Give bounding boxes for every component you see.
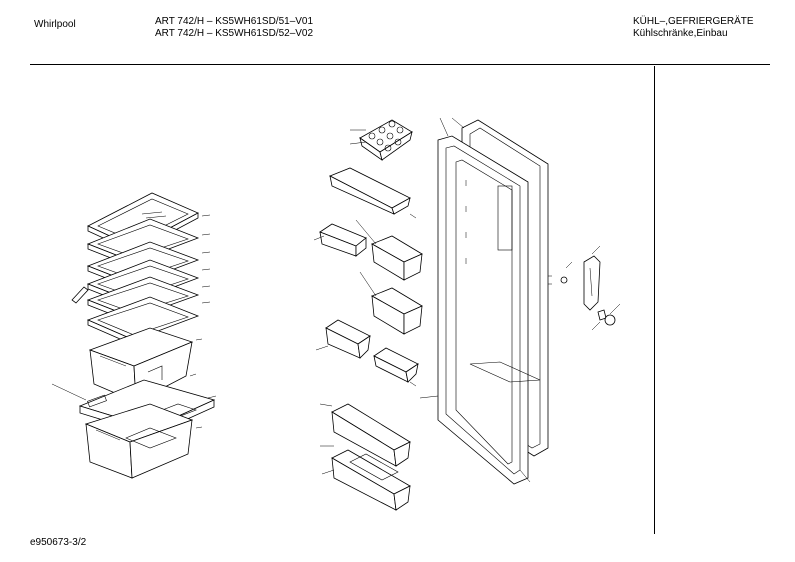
side-divider [654,66,655,534]
door-bin-small-3 [373,347,419,383]
leader-lines-left [51,214,217,429]
door-hinge-parts [560,245,621,331]
category-block: KÜHL–,GEFRIERGERÄTE Kühlschränke,Einbau [633,16,754,40]
door-bin-mid-1 [355,219,423,281]
model-line-1: ART 742/H – KS5WH61SD/51–V01 [155,16,314,27]
crisper-drawer-lower [84,403,194,479]
category-line-2: Kühlschränke,Einbau [633,28,728,39]
model-line-2: ART 742/H – KS5WH61SD/52–V02 [155,28,314,39]
header-divider [30,64,770,65]
door-bin-top [329,167,411,215]
door-bin-small-2 [325,319,371,359]
drawing-id: e950673-3/2 [30,537,87,548]
category-line-1: KÜHL–,GEFRIERGERÄTE [633,16,754,27]
shelf-clip [71,286,89,304]
door-bin-mid-2 [359,271,423,335]
egg-tray [349,119,413,161]
door-bin-small-left [319,223,367,257]
model-list: ART 742/H – KS5WH61SD/51–V01 ART 742/H –… [155,16,313,40]
door-bin-bottom-2 [331,449,411,511]
leader-lines-middle [313,213,417,475]
door-bin-bottom-1 [331,403,411,467]
brand-name: Whirlpool [34,19,76,30]
glass-shelf-stack [71,192,200,346]
door-assembly [419,117,552,485]
